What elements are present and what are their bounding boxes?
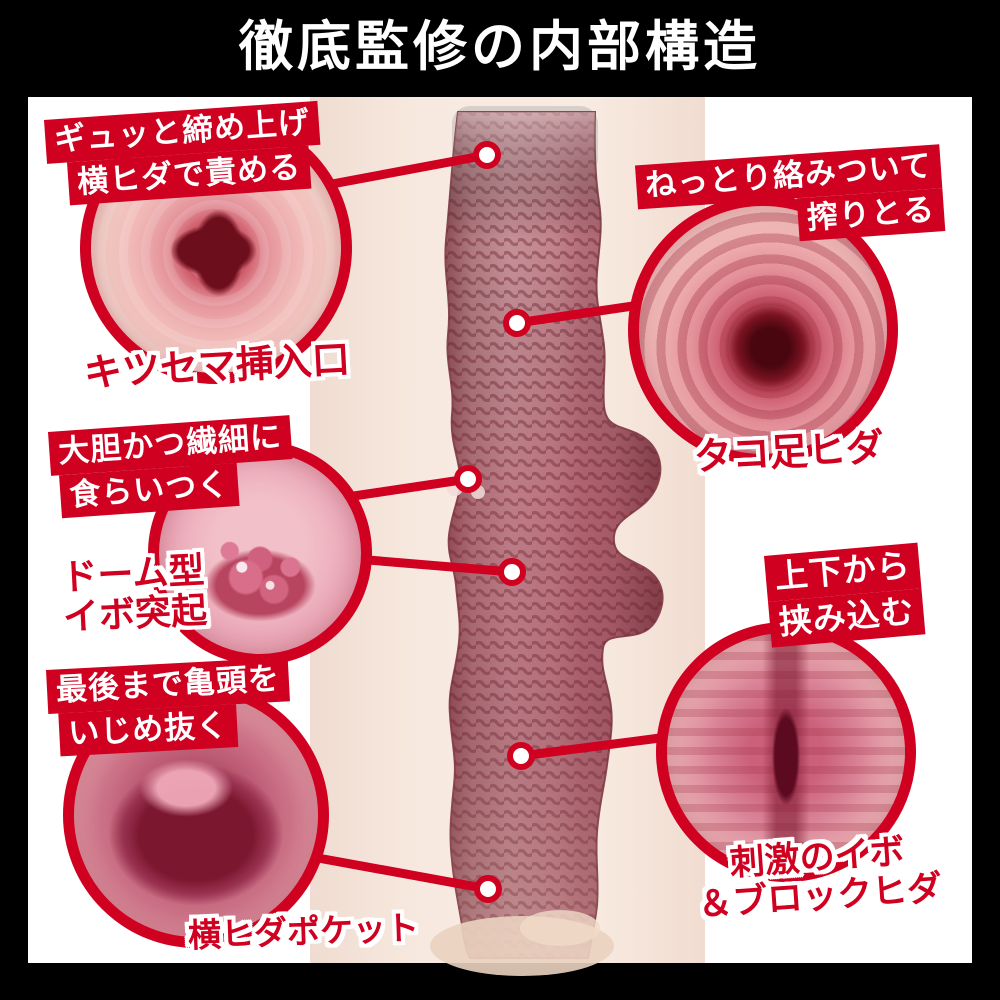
ribbon-bump-block-folds: 上下から 挟み込む [764, 542, 926, 648]
feature-label-line: イボ突起 [62, 589, 209, 639]
feature-label-dome-bumps: ドーム型 イボ突起 [60, 549, 209, 639]
ribbon-side-fold-pocket: 最後まで亀頭を いじめ抜く [46, 657, 292, 757]
connector-dot [507, 742, 535, 770]
page-title: 徹底監修の内部構造 [239, 17, 761, 77]
connector-dot [473, 141, 501, 169]
connector-dot [503, 309, 531, 337]
connector-dot [474, 875, 502, 903]
ribbon-dome-bumps: 大胆かつ繊細に 食らいつく [48, 415, 295, 519]
connector-dot [454, 465, 482, 493]
ribbon-line: いじめ抜く [58, 703, 239, 757]
callout-circle-octopus-folds [628, 195, 898, 465]
connector-dot [498, 558, 526, 586]
